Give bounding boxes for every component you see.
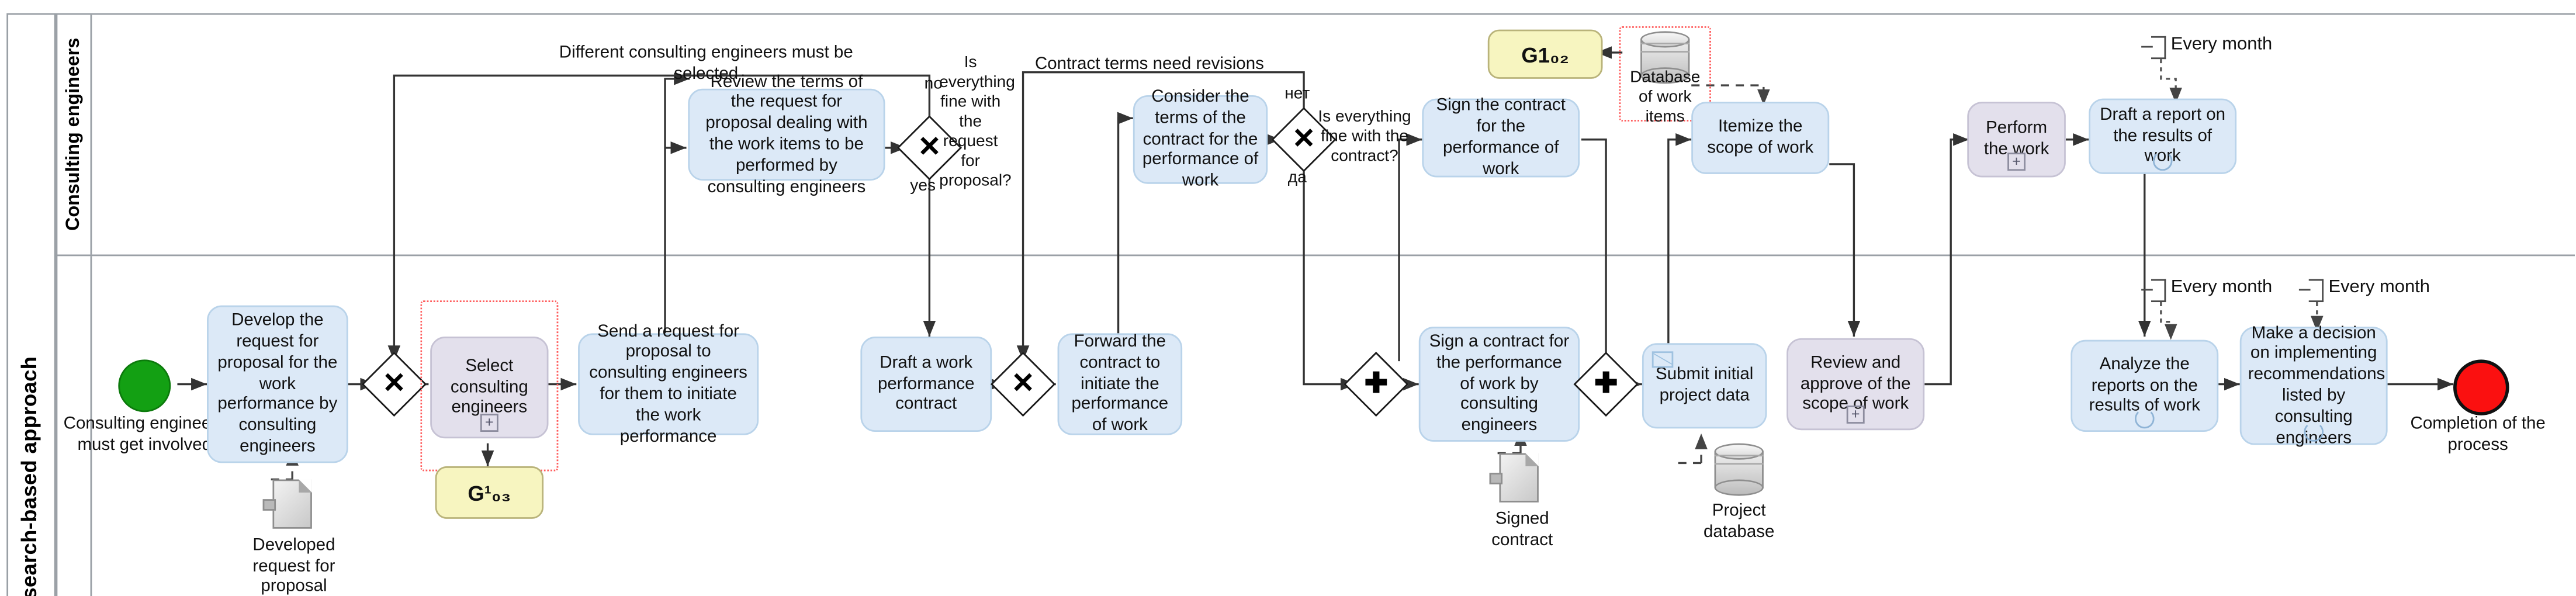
pool-title-label: The process of work performance by consu… [17, 356, 44, 596]
gateway-exclusive-glyph: ✕ [917, 131, 941, 163]
end-event[interactable] [2453, 359, 2509, 415]
task-itemize-scope-of-work[interactable]: Itemize the scope of work [1691, 102, 1830, 174]
task-select-consulting-engineers-label: Select consulting engineers [450, 356, 528, 418]
lane-header-consulting-engineers: Consulting engineers [56, 15, 92, 255]
task-develop-rfp[interactable]: Develop the request for proposal for the… [207, 305, 348, 463]
data-store-project-database-icon [1714, 443, 1764, 496]
group-ref-g1-02-label: G1₀₂ [1521, 41, 1569, 67]
loop-marker-icon [2152, 151, 2173, 171]
end-event-label: Completion of the process [2410, 414, 2546, 455]
task-sign-contract-customer[interactable]: Sign a contract for the performance of w… [1418, 327, 1580, 442]
task-submit-data-label: Submit initial project data [1656, 365, 1754, 406]
flow-label-contract-no: нет [1284, 85, 1310, 104]
pool-title: The process of work performance by consu… [6, 13, 56, 596]
gateway-merge-contract[interactable]: ✕ [990, 351, 1056, 417]
task-review-rfp-terms[interactable]: Review the terms of the request for prop… [688, 72, 885, 196]
task-sign-contract-ce-label: Sign the contract for the performance of… [1436, 96, 1566, 179]
data-store-work-items-icon [1640, 31, 1690, 84]
gateway-parallel-glyph: ✚ [1594, 368, 1618, 399]
group-ref-g1-03-label: G¹₀₃ [468, 480, 511, 505]
data-object-developed-rfp-icon [262, 479, 312, 529]
gateway-exclusive-glyph: ✕ [382, 368, 406, 399]
task-itemize-scope-label: Itemize the scope of work [1707, 117, 1814, 158]
flow-label-rfp-yes: yes [910, 177, 936, 196]
gateway-contract-ok-label: Is everything fine with the contract? [1318, 108, 1411, 166]
task-draft-report-label: Draft a report on the results of work [2100, 105, 2226, 167]
loop-marker-icon [2134, 408, 2155, 429]
task-review-approve-label: Review and approve of the scope of work [1800, 352, 1911, 415]
start-event[interactable] [118, 359, 171, 413]
task-submit-initial-project-data[interactable]: Submit initial project data [1642, 343, 1767, 429]
task-consider-terms-label: Consider the terms of the contract for t… [1142, 86, 1259, 191]
gateway-exclusive-glyph: ✕ [1011, 368, 1035, 399]
gateway-parallel-join[interactable]: ✚ [1344, 351, 1409, 417]
highlight-box-db-work-items [1619, 26, 1711, 122]
task-make-decision[interactable]: Make a decision on implementing recommen… [2239, 323, 2388, 448]
lane-divider [56, 254, 2575, 257]
subprocess-expand-icon[interactable]: + [480, 414, 498, 432]
subprocess-expand-icon[interactable]: + [1846, 406, 1865, 424]
task-select-consulting-engineers[interactable]: Select consulting engineers + [430, 337, 549, 439]
group-ref-g1-03[interactable]: G¹₀₃ [435, 466, 544, 519]
task-consider-contract-terms[interactable]: Consider the terms of the contract for t… [1133, 87, 1268, 191]
data-object-signed-contract-icon [1489, 453, 1539, 503]
task-develop-rfp-label: Develop the request for proposal for the… [217, 310, 338, 457]
gateway-merge-rfp[interactable]: ✕ [361, 351, 427, 417]
annotation-contract-revisions: Contract terms need revisions [1034, 54, 1264, 74]
data-object-developed-rfp-label: Developed request for proposal [252, 535, 335, 596]
gateway-exclusive-glyph: ✕ [1292, 123, 1316, 155]
gateway-parallel-glyph: ✚ [1364, 368, 1388, 399]
message-send-icon [1651, 351, 1674, 368]
task-sign-contract-customer-label: Sign a contract for the performance of w… [1429, 331, 1570, 436]
data-object-tab [262, 499, 276, 511]
task-analyze-reports-label: Analyze the reports on the results of wo… [2089, 354, 2200, 417]
loop-marker-icon [2304, 422, 2324, 442]
lane-label-consulting-engineers: Consulting engineers [63, 38, 83, 231]
lane-header-divider [56, 13, 58, 596]
task-forward-contract[interactable]: Forward the contract to initiate the per… [1057, 331, 1183, 436]
task-review-and-approve-scope[interactable]: Review and approve of the scope of work … [1786, 338, 1925, 431]
gateway-rfp-ok-label: Is everything fine with the request for … [939, 54, 1015, 190]
task-sign-contract-ce[interactable]: Sign the contract for the performance of… [1422, 96, 1580, 179]
flow-label-contract-yes: да [1287, 169, 1307, 188]
data-object-signed-contract-label: Signed contract [1491, 509, 1553, 550]
subprocess-expand-icon[interactable]: + [2007, 153, 2026, 171]
gateway-contract-ok[interactable]: ✕ [1271, 107, 1337, 172]
timer-event-make-decision-label: Every month [2328, 277, 2430, 297]
task-send-rfp[interactable]: Send a request for proposal to consultin… [578, 321, 759, 446]
data-store-project-database-label: Project database [1703, 501, 1775, 542]
gateway-parallel-split[interactable]: ✚ [1573, 351, 1639, 417]
data-object-tab [1489, 473, 1503, 484]
timer-event-analyze-reports-label: Every month [2170, 277, 2273, 297]
task-send-rfp-label: Send a request for proposal to consultin… [589, 321, 747, 446]
task-perform-the-work[interactable]: Perform the work + [1967, 102, 2066, 178]
data-store-work-items-label: Database of work items [1630, 69, 1701, 127]
task-forward-contract-label: Forward the contract to initiate the per… [1071, 331, 1169, 436]
lane-header-customer: Customer [56, 256, 92, 596]
task-draft-work-performance-contract[interactable]: Draft a work performance contract [860, 337, 992, 432]
task-review-rfp-label: Review the terms of the request for prop… [705, 71, 868, 197]
task-perform-work-label: Perform the work [1983, 118, 2049, 160]
start-event-label: Consulting engineers must get involved [63, 414, 226, 455]
task-analyze-reports[interactable]: Analyze the reports on the results of wo… [2071, 339, 2219, 432]
group-ref-g1-02[interactable]: G1₀₂ [1487, 29, 1603, 79]
gateway-rfp-ok[interactable]: ✕ [896, 115, 962, 181]
timer-event-draft-report-label: Every month [2170, 34, 2273, 54]
annotation-different-engineers: Different consulting engineers must be s… [559, 43, 853, 84]
task-draft-contract-label: Draft a work performance contract [877, 352, 975, 415]
process-pool [6, 13, 2575, 596]
task-draft-report[interactable]: Draft a report on the results of work [2089, 98, 2237, 174]
flow-label-rfp-no: no [924, 75, 943, 94]
